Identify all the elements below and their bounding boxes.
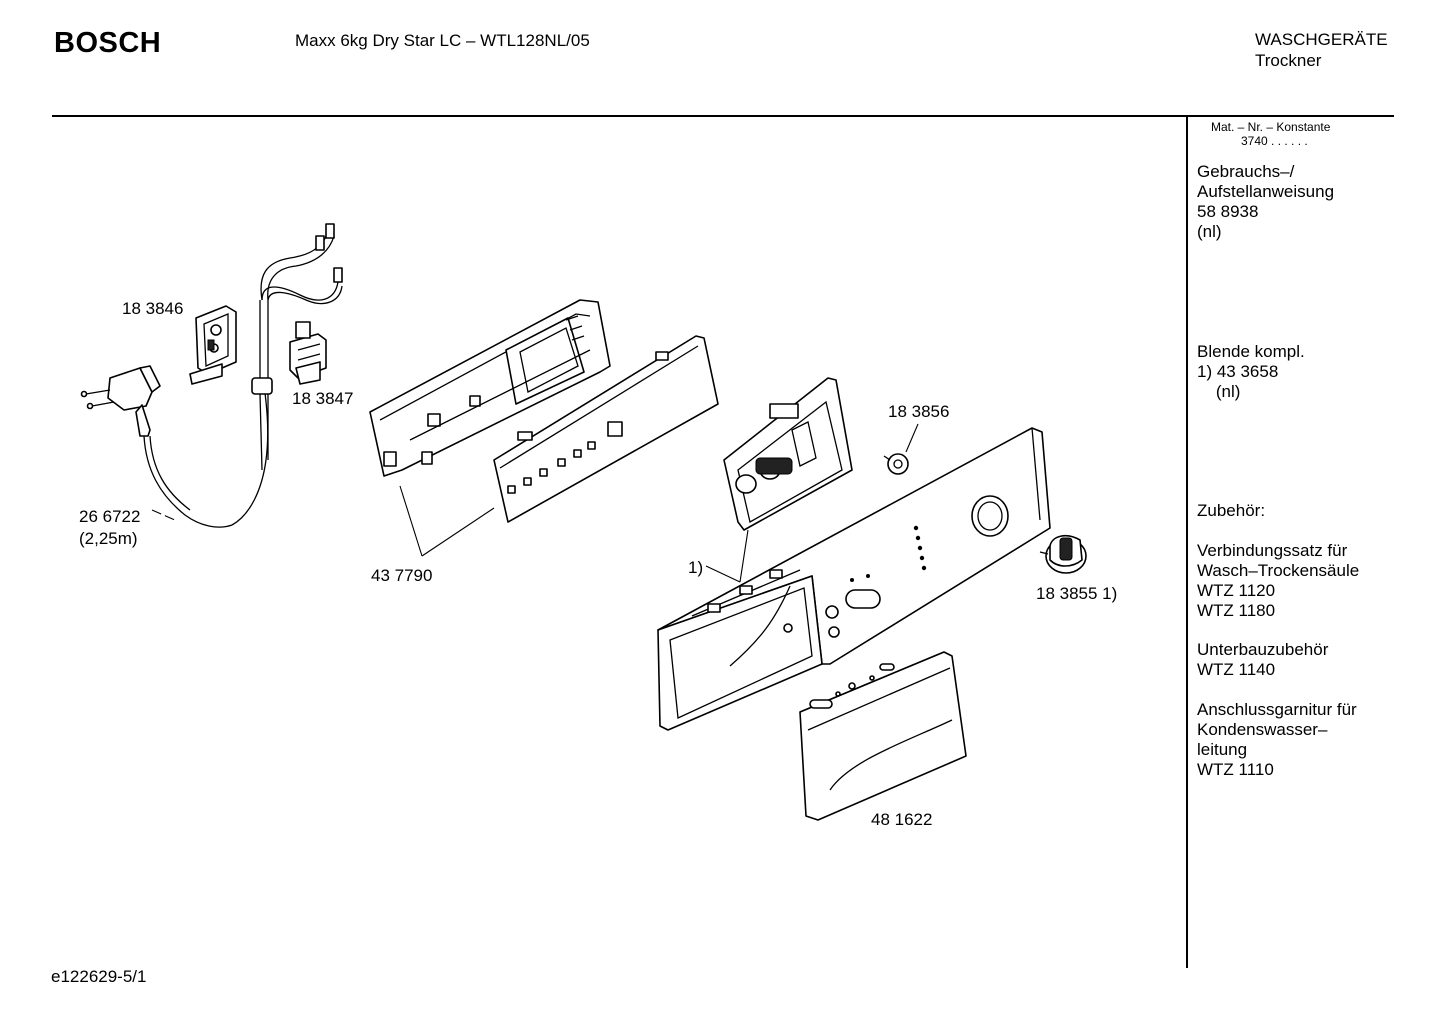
kit-line: leitung <box>1197 740 1248 759</box>
document-title: Maxx 6kg Dry Star LC – WTL128NL/05 <box>295 31 590 50</box>
panel-line: 1) 43 3658 <box>1197 362 1279 381</box>
button-part-183856 <box>883 453 909 475</box>
part-number-label: 18 3855 1) <box>1036 584 1118 603</box>
manual-line: Aufstellanweisung <box>1197 182 1335 201</box>
material-number-label: Mat. – Nr. – Konstante <box>1211 120 1331 134</box>
power-cable-part <box>80 365 269 528</box>
subcategory-label: Trockner <box>1255 51 1322 70</box>
footnote-marker-label: 1) <box>688 558 704 577</box>
front-panel-part <box>657 427 1051 731</box>
kit-line: Unterbauzubehör <box>1197 640 1329 659</box>
cable-harness <box>251 223 343 471</box>
part-number-label: 18 3847 <box>292 389 354 408</box>
kit-line: Anschlussgarnitur für <box>1197 700 1357 719</box>
part-number-label: 43 7790 <box>371 566 433 585</box>
manual-line: (nl) <box>1197 222 1222 241</box>
circuit-board-part-437790 <box>493 335 719 523</box>
panel-line: Blende kompl. <box>1197 342 1305 361</box>
sidebar-divider <box>1186 116 1188 968</box>
part-number-label: 26 6722 <box>79 507 141 526</box>
category-label: WASCHGERÄTE <box>1255 30 1388 49</box>
kit-block: Unterbauzubehör WTZ 1140 <box>1197 640 1328 680</box>
manual-line: 58 8938 <box>1197 202 1259 221</box>
kit-line: WTZ 1110 <box>1197 760 1274 779</box>
material-number-block: Mat. – Nr. – Konstante 3740 . . . . . . <box>1211 120 1330 148</box>
kit-line: Kondenswasser– <box>1197 720 1328 739</box>
kit-line: Wasch–Trockensäule <box>1197 561 1360 580</box>
cable-length-label: (2,25m) <box>79 529 138 548</box>
kit-line: WTZ 1120 <box>1197 581 1276 600</box>
panel-line: (nl) <box>1197 382 1241 401</box>
drawer-handle-part-481622 <box>799 651 967 821</box>
panel-block: Blende kompl. 1) 43 3658 (nl) <box>1197 342 1305 402</box>
manual-block: Gebrauchs–/ Aufstellanweisung 58 8938 (n… <box>1197 162 1334 242</box>
kit-block: Anschlussgarnitur für Kondenswasser– lei… <box>1197 700 1357 780</box>
control-frame-part-437790 <box>369 299 611 477</box>
kit-line: Verbindungssatz für <box>1197 541 1348 560</box>
suppressor-part-183847 <box>289 321 327 385</box>
document-code: e122629-5/1 <box>51 967 147 986</box>
accessories-heading: Zubehör: <box>1197 501 1266 520</box>
kit-line: WTZ 1180 <box>1197 601 1276 620</box>
manual-line: Gebrauchs–/ <box>1197 162 1295 181</box>
material-number-value: 3740 . . . . . . <box>1241 134 1308 148</box>
kit-line: WTZ 1140 <box>1197 660 1276 679</box>
kit-block: Verbindungssatz für Wasch–Trockensäule W… <box>1197 541 1359 621</box>
exploded-parts-drawing <box>80 223 1087 821</box>
header-divider <box>52 115 1394 117</box>
bracket-part-183846 <box>189 305 237 385</box>
knob-part-183855 <box>1039 534 1087 574</box>
part-number-label: 18 3846 <box>122 299 184 318</box>
control-module-part <box>723 377 853 531</box>
part-number-label: 18 3856 <box>888 402 950 421</box>
brand-logo: BOSCH <box>54 27 162 59</box>
part-number-label: 48 1622 <box>871 810 933 829</box>
